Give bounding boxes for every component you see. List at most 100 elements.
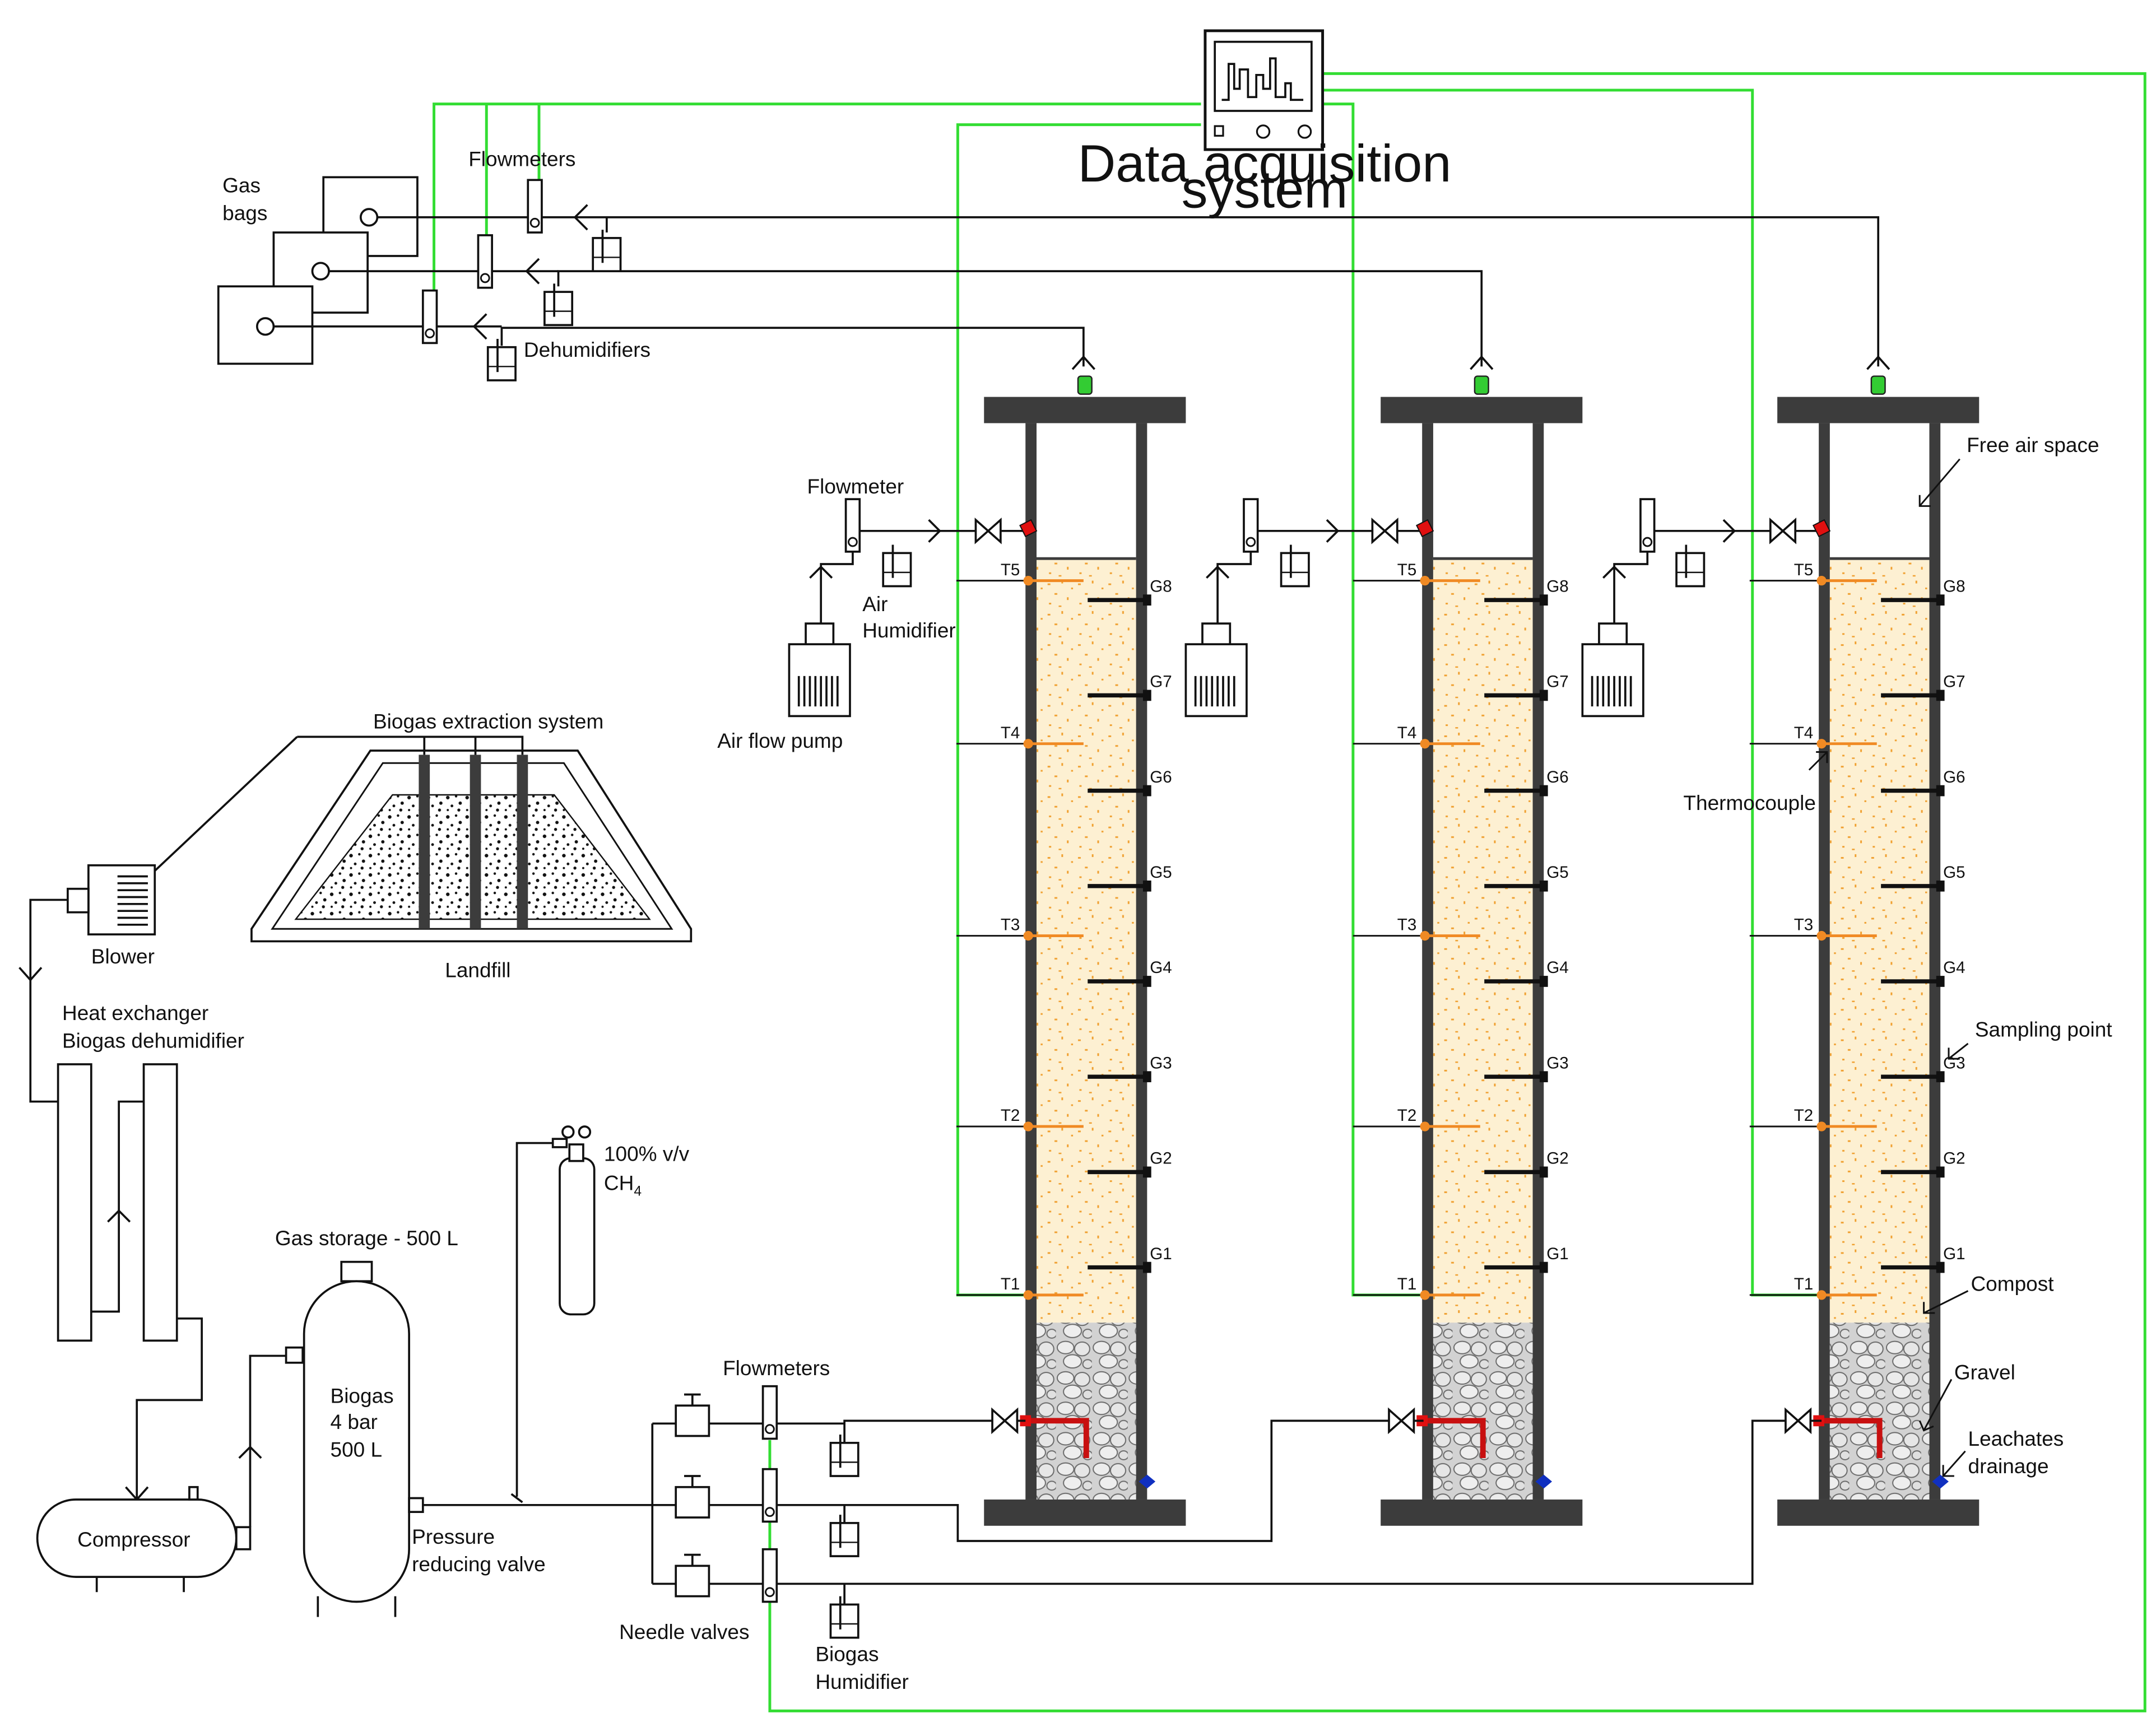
thermocouple: T4 (956, 724, 1084, 749)
flowmeters-top-label: Flowmeters (468, 148, 575, 171)
ch4-text: CH (604, 1171, 634, 1194)
air-inlet-port (1416, 519, 1434, 538)
sampling-point: G7 (1881, 673, 1966, 701)
air-flowmeter-3 (1639, 498, 1656, 553)
thermocouple: T4 (1749, 724, 1877, 749)
sampling-point: G1 (1881, 1245, 1966, 1273)
gas-bags-label-2: bags (222, 202, 267, 225)
thermocouple: T2 (956, 1106, 1084, 1132)
ch4-subscript: 4 (634, 1184, 642, 1199)
sampling-tag: G1 (1150, 1245, 1172, 1263)
top-flowmeter-2 (477, 234, 493, 289)
gravel-label: Gravel (1954, 1361, 2015, 1384)
biogas-valve-3 (1785, 1408, 1812, 1433)
leachate-drain (1139, 1474, 1156, 1489)
pressure-valve-label-1: Pressure (412, 1525, 495, 1548)
biogas-valve-2 (1388, 1408, 1415, 1433)
leachates-label-1: Leachates (1968, 1427, 2064, 1450)
thermocouple-tag: T3 (1397, 916, 1417, 934)
bottom-flowmeter-2 (761, 1468, 778, 1523)
heat-exchanger-label-1: Heat exchanger (62, 1002, 208, 1025)
air-humidifier-label-2: Humidifier (862, 619, 956, 642)
biogas-extraction-label: Biogas extraction system (373, 710, 603, 733)
thermocouple-tag: T1 (1397, 1275, 1417, 1293)
heat-exchanger (18, 898, 203, 1501)
air-inlet-port (1019, 519, 1038, 538)
thermocouple: T2 (1749, 1106, 1877, 1132)
air-inlet-port (1812, 519, 1831, 538)
thermocouple: T5 (1353, 561, 1480, 586)
biogas-humidifier-label-2: Humidifier (815, 1670, 909, 1693)
thermocouple: T5 (1749, 561, 1877, 586)
sampling-point-label: Sampling point (1975, 1018, 2112, 1041)
sampling-point: G5 (1088, 863, 1172, 892)
sampling-tag: G5 (1546, 863, 1568, 882)
top-flowmeter-1 (527, 179, 543, 234)
sampling-tag: G3 (1150, 1054, 1172, 1072)
biogas-inlet-pipe (1819, 1418, 1883, 1458)
air-valve-3 (1769, 519, 1797, 543)
sampling-tag: G6 (1150, 768, 1172, 786)
thermocouple-tag: T2 (1794, 1106, 1814, 1125)
sampling-tag: G7 (1546, 673, 1568, 691)
thermocouple-tag: T3 (1001, 916, 1020, 934)
blower-label: Blower (91, 945, 155, 968)
free-air-space-label: Free air space (1967, 434, 2099, 457)
sampling-point: G4 (1088, 958, 1172, 987)
sampling-tag: G3 (1943, 1054, 1965, 1072)
sampling-point: G1 (1484, 1245, 1569, 1273)
biogas-tank-label-1: Biogas (331, 1384, 394, 1407)
sampling-point: G4 (1881, 958, 1966, 987)
column-3 (1777, 376, 1979, 1526)
air-humidifier-1 (882, 543, 912, 588)
thermocouple: T1 (956, 1275, 1084, 1300)
thermocouple-tag: T5 (1397, 561, 1417, 579)
air-flowmeter-1 (844, 498, 861, 553)
sampling-tag: G4 (1150, 958, 1172, 977)
thermocouple-tag: T1 (1794, 1275, 1814, 1293)
thermocouple-tag: T1 (1001, 1275, 1020, 1293)
blower (67, 864, 156, 935)
data-acquisition-unit (1204, 29, 1325, 151)
sampling-point: G8 (1484, 577, 1569, 606)
thermocouple-tag: T4 (1397, 724, 1417, 742)
column-details: T5T4T3T2T1G8G7G6G5G4G3G2G1T5T4T3T2T1G8G7… (956, 519, 1966, 1489)
flowmeter-label: Flowmeter (807, 475, 904, 498)
sampling-point: G6 (1881, 768, 1966, 797)
thermocouple: T3 (1749, 916, 1877, 941)
ch4-gas-bottle (510, 1125, 596, 1503)
sampling-point: G3 (1881, 1054, 1966, 1083)
gas-storage-tank (303, 1260, 424, 1617)
compost-label: Compost (1971, 1273, 2054, 1296)
thermocouple: T4 (1353, 724, 1480, 749)
dehumidifier-1 (592, 229, 622, 272)
sampling-point: G6 (1484, 768, 1569, 797)
sampling-point: G7 (1484, 673, 1569, 701)
thermocouple-label: Thermocouple (1683, 791, 1816, 814)
leachates-label-2: drainage (1968, 1455, 2049, 1478)
sampling-point: G3 (1088, 1054, 1172, 1083)
extraction-piping (154, 735, 524, 872)
thermocouple-tag: T5 (1001, 561, 1020, 579)
compressor-label: Compressor (77, 1528, 190, 1551)
air-valve-2 (1371, 519, 1398, 543)
air-flowmeter-2 (1243, 498, 1259, 553)
data-acquisition-label-1: Data acquisition (1078, 134, 1452, 193)
needle-valves-label: Needle valves (619, 1621, 749, 1643)
gas-bags-label-1: Gas (222, 174, 261, 197)
needle-valve-3 (675, 1553, 710, 1598)
thermocouple: T1 (1749, 1275, 1877, 1300)
sampling-tag: G1 (1546, 1245, 1568, 1263)
sampling-point: G3 (1484, 1054, 1569, 1083)
sampling-point: G2 (1881, 1149, 1966, 1178)
sampling-tag: G3 (1546, 1054, 1568, 1072)
callout-arrows (1808, 458, 1969, 1477)
sampling-point: G5 (1881, 863, 1966, 892)
bottom-flowmeter-1 (761, 1385, 778, 1440)
thermocouple: T5 (956, 561, 1084, 586)
gas-sampling-lines (273, 204, 1890, 370)
sampling-tag: G8 (1546, 577, 1568, 595)
sampling-tag: G1 (1943, 1245, 1965, 1263)
